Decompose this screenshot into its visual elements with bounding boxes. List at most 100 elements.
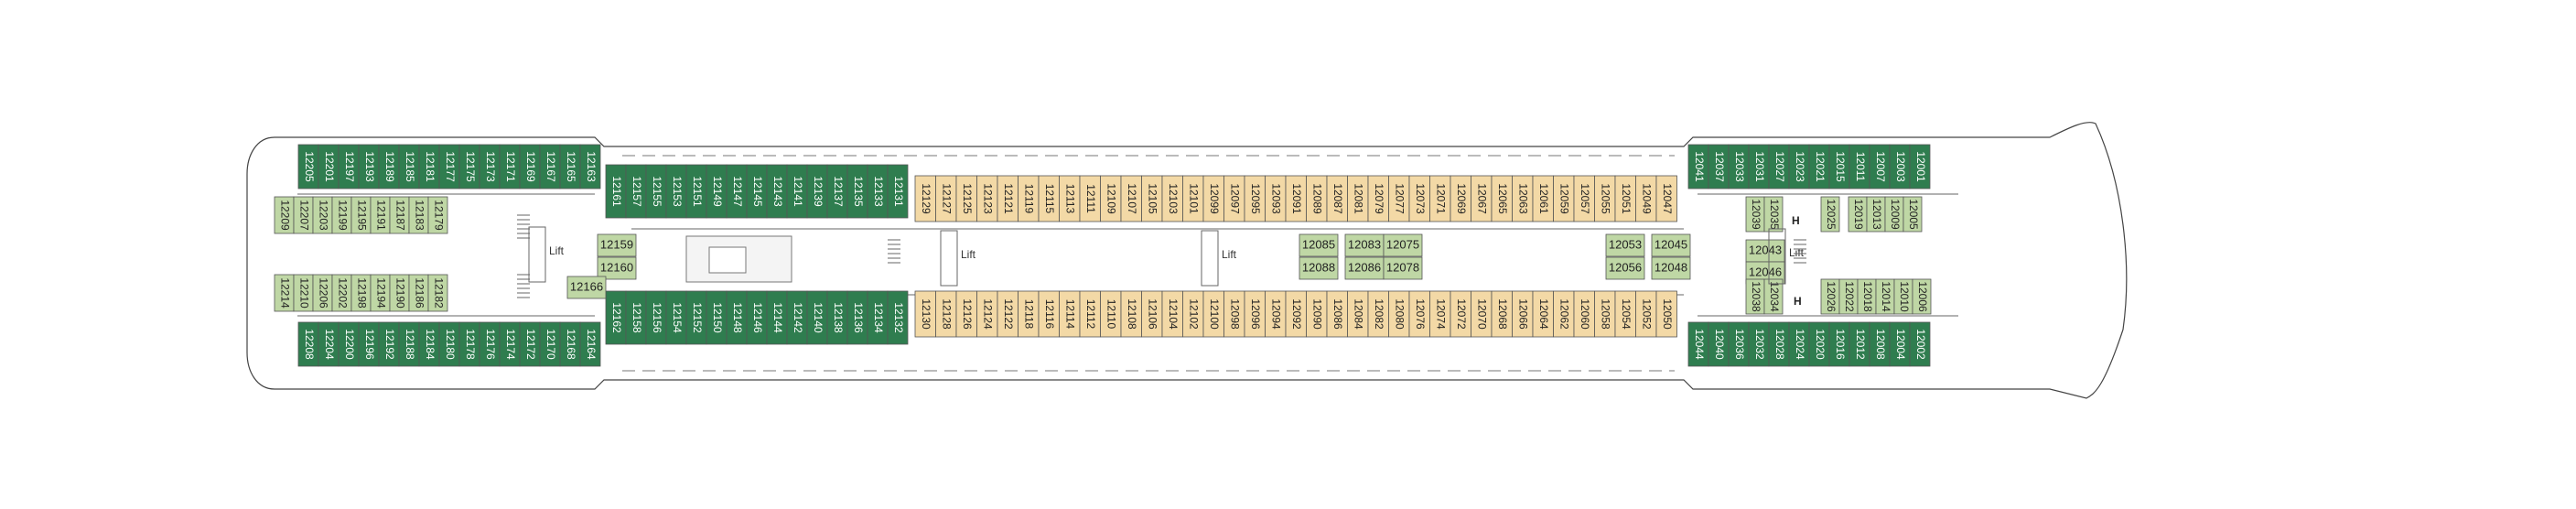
cabin-12208[interactable]: 12208 [297, 321, 319, 367]
cabin-12070[interactable]: 12070 [1471, 290, 1493, 338]
cabin-12114[interactable]: 12114 [1059, 290, 1081, 338]
cabin-12083[interactable]: 12083 [1344, 233, 1385, 257]
cabin-12156[interactable]: 12156 [645, 290, 667, 345]
cabin-12061[interactable]: 12061 [1532, 175, 1554, 222]
cabin-12024[interactable]: 12024 [1788, 321, 1810, 367]
cabin-12204[interactable]: 12204 [318, 321, 340, 367]
cabin-12045[interactable]: 12045 [1651, 233, 1691, 257]
cabin-12172[interactable]: 12172 [519, 321, 541, 367]
cabin-12096[interactable]: 12096 [1244, 290, 1266, 338]
cabin-12151[interactable]: 12151 [685, 164, 707, 219]
cabin-12026[interactable]: 12026 [1820, 278, 1840, 315]
cabin-12109[interactable]: 12109 [1100, 175, 1122, 222]
cabin-12165[interactable]: 12165 [559, 144, 581, 190]
cabin-12014[interactable]: 12014 [1875, 278, 1895, 315]
cabin-12064[interactable]: 12064 [1532, 290, 1554, 338]
cabin-12041[interactable]: 12041 [1687, 144, 1709, 190]
cabin-12097[interactable]: 12097 [1223, 175, 1245, 222]
cabin-12199[interactable]: 12199 [331, 196, 352, 234]
cabin-12162[interactable]: 12162 [605, 290, 627, 345]
cabin-12113[interactable]: 12113 [1059, 175, 1081, 222]
cabin-12182[interactable]: 12182 [427, 274, 448, 312]
cabin-12037[interactable]: 12037 [1708, 144, 1730, 190]
cabin-12084[interactable]: 12084 [1347, 290, 1369, 338]
cabin-12179[interactable]: 12179 [427, 196, 448, 234]
cabin-12051[interactable]: 12051 [1614, 175, 1636, 222]
cabin-12184[interactable]: 12184 [418, 321, 440, 367]
cabin-12106[interactable]: 12106 [1141, 290, 1163, 338]
cabin-12124[interactable]: 12124 [976, 290, 998, 338]
cabin-12103[interactable]: 12103 [1161, 175, 1183, 222]
cabin-12145[interactable]: 12145 [746, 164, 768, 219]
cabin-12094[interactable]: 12094 [1265, 290, 1287, 338]
cabin-12189[interactable]: 12189 [378, 144, 400, 190]
cabin-12139[interactable]: 12139 [806, 164, 828, 219]
cabin-12155[interactable]: 12155 [645, 164, 667, 219]
cabin-12122[interactable]: 12122 [997, 290, 1019, 338]
cabin-12152[interactable]: 12152 [685, 290, 707, 345]
cabin-12089[interactable]: 12089 [1306, 175, 1328, 222]
cabin-12085[interactable]: 12085 [1299, 233, 1339, 257]
cabin-12031[interactable]: 12031 [1748, 144, 1770, 190]
cabin-12129[interactable]: 12129 [914, 175, 936, 222]
cabin-12021[interactable]: 12021 [1808, 144, 1830, 190]
cabin-12138[interactable]: 12138 [826, 290, 848, 345]
cabin-12025[interactable]: 12025 [1820, 196, 1840, 233]
cabin-12074[interactable]: 12074 [1429, 290, 1451, 338]
cabin-12110[interactable]: 12110 [1100, 290, 1122, 338]
cabin-12173[interactable]: 12173 [479, 144, 501, 190]
cabin-12192[interactable]: 12192 [378, 321, 400, 367]
cabin-12008[interactable]: 12008 [1869, 321, 1891, 367]
cabin-12079[interactable]: 12079 [1367, 175, 1389, 222]
cabin-12027[interactable]: 12027 [1768, 144, 1790, 190]
cabin-12028[interactable]: 12028 [1768, 321, 1790, 367]
cabin-12197[interactable]: 12197 [338, 144, 360, 190]
cabin-12130[interactable]: 12130 [914, 290, 936, 338]
cabin-12060[interactable]: 12060 [1573, 290, 1595, 338]
cabin-12108[interactable]: 12108 [1120, 290, 1142, 338]
cabin-12107[interactable]: 12107 [1120, 175, 1142, 222]
cabin-12099[interactable]: 12099 [1202, 175, 1224, 222]
cabin-12088[interactable]: 12088 [1299, 256, 1339, 280]
cabin-12180[interactable]: 12180 [438, 321, 460, 367]
cabin-12022[interactable]: 12022 [1838, 278, 1859, 315]
cabin-12082[interactable]: 12082 [1367, 290, 1389, 338]
cabin-12149[interactable]: 12149 [706, 164, 728, 219]
cabin-12147[interactable]: 12147 [726, 164, 748, 219]
cabin-12067[interactable]: 12067 [1471, 175, 1493, 222]
cabin-12115[interactable]: 12115 [1038, 175, 1060, 222]
cabin-12148[interactable]: 12148 [726, 290, 748, 345]
cabin-12105[interactable]: 12105 [1141, 175, 1163, 222]
cabin-12183[interactable]: 12183 [408, 196, 429, 234]
cabin-12063[interactable]: 12063 [1512, 175, 1534, 222]
cabin-12072[interactable]: 12072 [1450, 290, 1471, 338]
cabin-12069[interactable]: 12069 [1450, 175, 1471, 222]
cabin-12121[interactable]: 12121 [997, 175, 1019, 222]
cabin-12075[interactable]: 12075 [1383, 233, 1423, 257]
cabin-12168[interactable]: 12168 [559, 321, 581, 367]
cabin-12100[interactable]: 12100 [1202, 290, 1224, 338]
cabin-12134[interactable]: 12134 [867, 290, 889, 345]
cabin-12153[interactable]: 12153 [665, 164, 687, 219]
cabin-12175[interactable]: 12175 [458, 144, 480, 190]
cabin-12178[interactable]: 12178 [458, 321, 480, 367]
cabin-12137[interactable]: 12137 [826, 164, 848, 219]
cabin-12167[interactable]: 12167 [539, 144, 561, 190]
cabin-12013[interactable]: 12013 [1866, 196, 1886, 233]
cabin-12101[interactable]: 12101 [1182, 175, 1204, 222]
cabin-12076[interactable]: 12076 [1408, 290, 1430, 338]
cabin-12078[interactable]: 12078 [1383, 256, 1423, 280]
cabin-12187[interactable]: 12187 [389, 196, 410, 234]
cabin-12201[interactable]: 12201 [318, 144, 340, 190]
cabin-12196[interactable]: 12196 [358, 321, 380, 367]
cabin-12102[interactable]: 12102 [1182, 290, 1204, 338]
cabin-12193[interactable]: 12193 [358, 144, 380, 190]
cabin-12077[interactable]: 12077 [1388, 175, 1410, 222]
cabin-12131[interactable]: 12131 [887, 164, 909, 219]
cabin-12019[interactable]: 12019 [1848, 196, 1868, 233]
cabin-12071[interactable]: 12071 [1429, 175, 1451, 222]
cabin-12087[interactable]: 12087 [1326, 175, 1348, 222]
cabin-12195[interactable]: 12195 [350, 196, 372, 234]
cabin-12174[interactable]: 12174 [499, 321, 521, 367]
cabin-12112[interactable]: 12112 [1079, 290, 1101, 338]
